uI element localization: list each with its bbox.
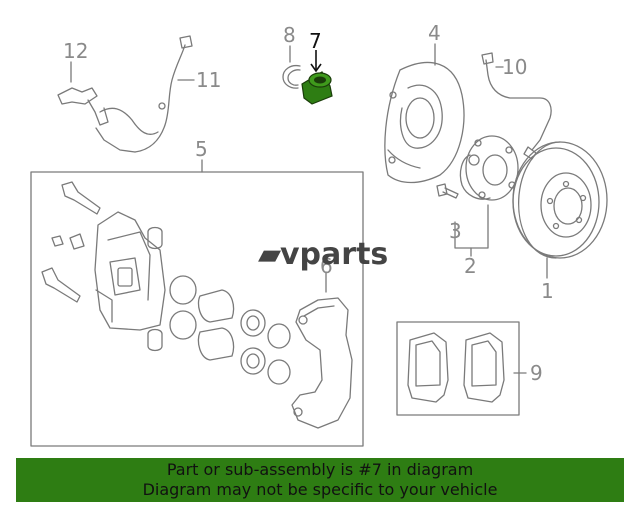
callout-4: 4 <box>428 21 441 45</box>
notice-banner: Part or sub-assembly is #7 in diagram Di… <box>16 458 624 502</box>
callout-7-highlighted: 7 <box>309 29 322 53</box>
pistons-and-seals <box>169 275 291 385</box>
notice-line-1: Part or sub-assembly is #7 in diagram <box>166 460 474 479</box>
callout-11: 11 <box>196 68 221 92</box>
callout-8: 8 <box>283 23 296 47</box>
dust-shield-part-4 <box>384 61 465 184</box>
brake-disc-part-1 <box>512 141 608 259</box>
caliper-assembly-box <box>30 171 364 447</box>
sensor-bracket-part-12 <box>57 87 136 153</box>
callout-6: 6 <box>320 254 333 278</box>
caliper-bolts <box>41 181 163 352</box>
callout-5: 5 <box>195 137 208 161</box>
highlighted-bushing-part-7 <box>301 50 333 105</box>
callout-10: 10 <box>502 55 527 79</box>
callout-12: 12 <box>63 39 88 63</box>
watermark-text: vparts <box>280 237 388 272</box>
callout-3: 3 <box>449 219 462 243</box>
wheel-speed-sensor-part-11 <box>99 35 193 153</box>
callout-9: 9 <box>530 361 543 385</box>
notice-line-2: Diagram may not be specific to your vehi… <box>142 480 498 499</box>
watermark-mark: ▰ <box>258 237 281 272</box>
caliper-body <box>94 211 166 331</box>
callout-2: 2 <box>464 254 477 278</box>
wheel-hub-part-2 <box>459 135 519 201</box>
brake-pads-part-9 <box>407 332 505 403</box>
hub-bolt-part-3 <box>436 183 459 199</box>
caliper-bracket-part-6 <box>291 297 353 429</box>
callout-1: 1 <box>541 279 554 303</box>
callout-labels: 1 2 3 4 5 6 7 8 9 10 11 12 <box>63 21 554 385</box>
snap-ring-part-8 <box>282 64 301 89</box>
watermark-logo: ▰ vparts <box>258 237 388 272</box>
brake-pad-box <box>396 321 520 416</box>
